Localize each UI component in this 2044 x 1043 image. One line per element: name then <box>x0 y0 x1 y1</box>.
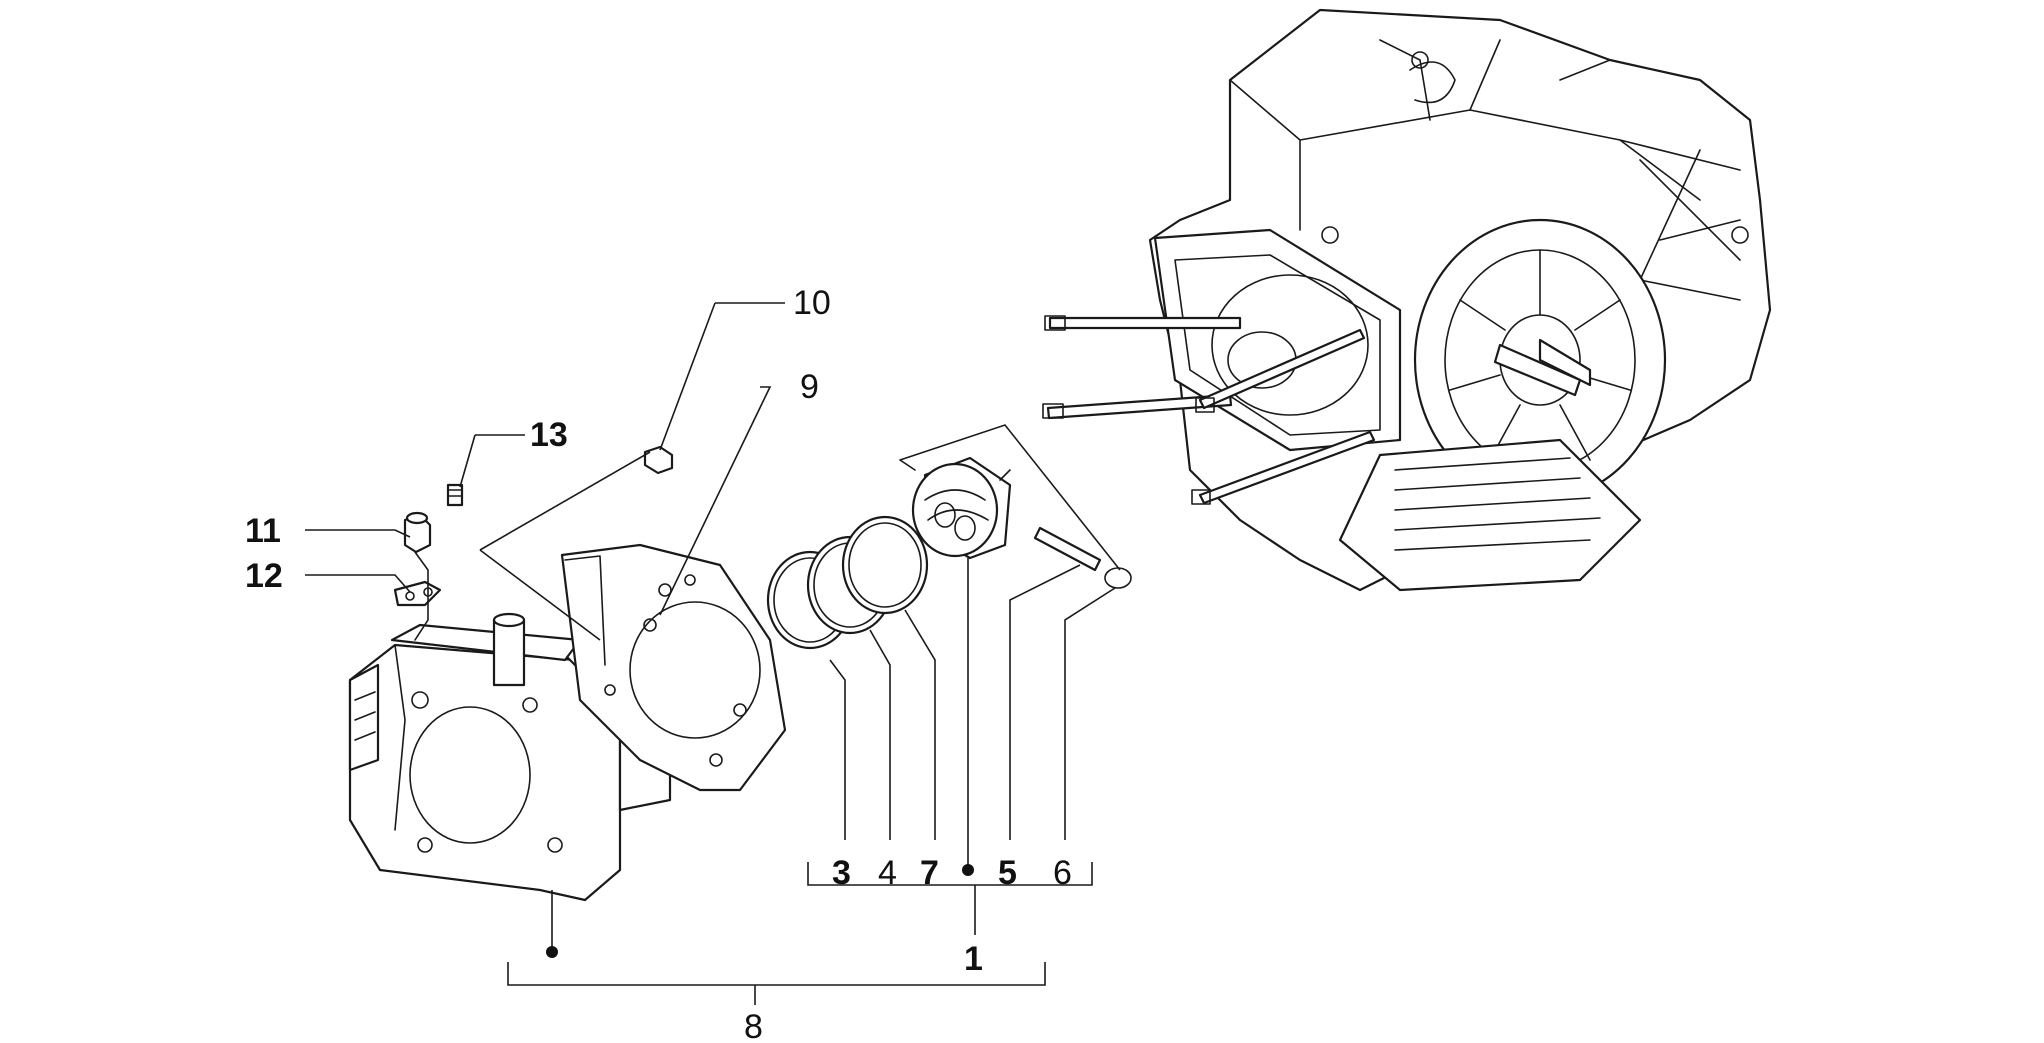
screw <box>446 483 464 507</box>
callout-8: 8 <box>744 1008 763 1043</box>
callout-10: 10 <box>793 284 831 322</box>
nut <box>643 445 674 475</box>
callout-9: 9 <box>800 368 819 406</box>
piston-clip <box>899 459 1011 481</box>
callout-11: 11 <box>245 512 281 550</box>
fitting-pipe <box>414 551 429 641</box>
piston <box>911 456 1012 560</box>
callout-1: 1 <box>964 940 983 978</box>
oil-fitting <box>403 511 432 554</box>
reference-dot-piston <box>962 864 974 876</box>
callout-13: 13 <box>530 416 568 454</box>
cylinder <box>348 612 672 902</box>
callout-12: 12 <box>245 557 283 595</box>
callout-6: 6 <box>1053 854 1072 892</box>
fitting-gasket <box>393 580 442 607</box>
leader-lines <box>305 302 1121 1005</box>
callout-5: 5 <box>998 854 1017 892</box>
piston-rings <box>766 515 929 650</box>
cylinder-gasket <box>560 543 787 792</box>
reference-dot-cylinder <box>546 946 558 958</box>
callout-3: 3 <box>832 854 851 892</box>
ring-7 <box>841 515 929 615</box>
callout-7: 7 <box>920 854 939 892</box>
wrist-pin <box>1033 526 1132 589</box>
callout-4: 4 <box>878 854 897 892</box>
crankcase <box>1042 8 1772 592</box>
